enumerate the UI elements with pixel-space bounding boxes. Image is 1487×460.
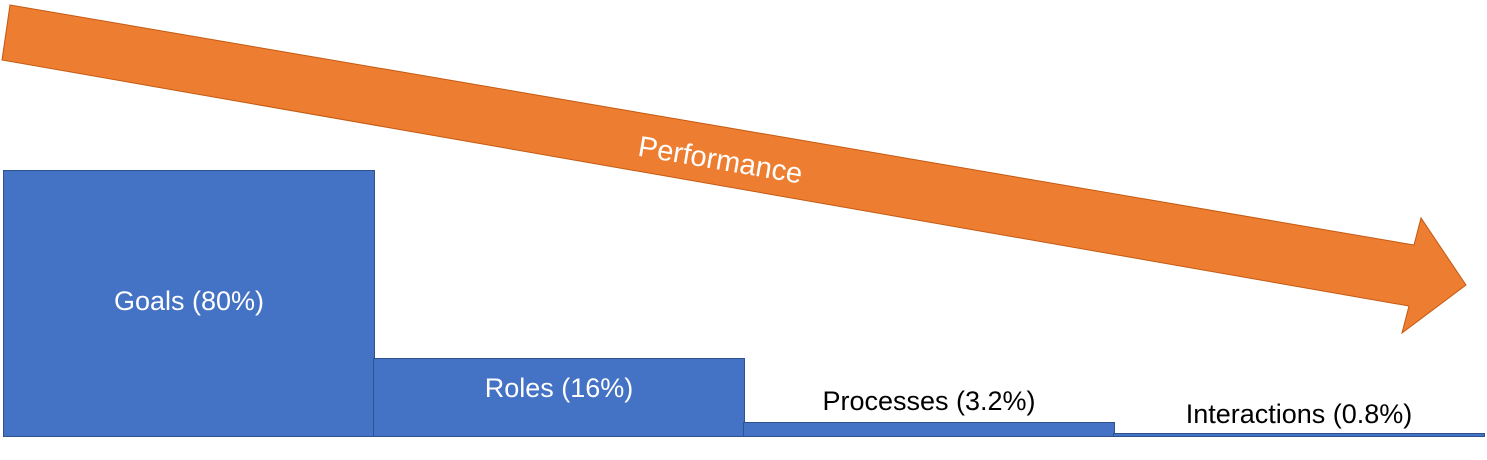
bar-label-roles: Roles (16%): [484, 373, 634, 403]
bar-interactions: [1113, 433, 1485, 437]
bar-processes: [743, 422, 1115, 437]
bar-label-interactions: Interactions (0.8%): [1185, 399, 1413, 429]
bar-label-processes: Processes (3.2%): [822, 386, 1036, 416]
bar-goals: [3, 170, 375, 437]
bar-label-goals: Goals (80%): [113, 286, 265, 316]
bar-roles: [373, 358, 745, 437]
performance-arrow-shape: [1, 4, 1467, 335]
